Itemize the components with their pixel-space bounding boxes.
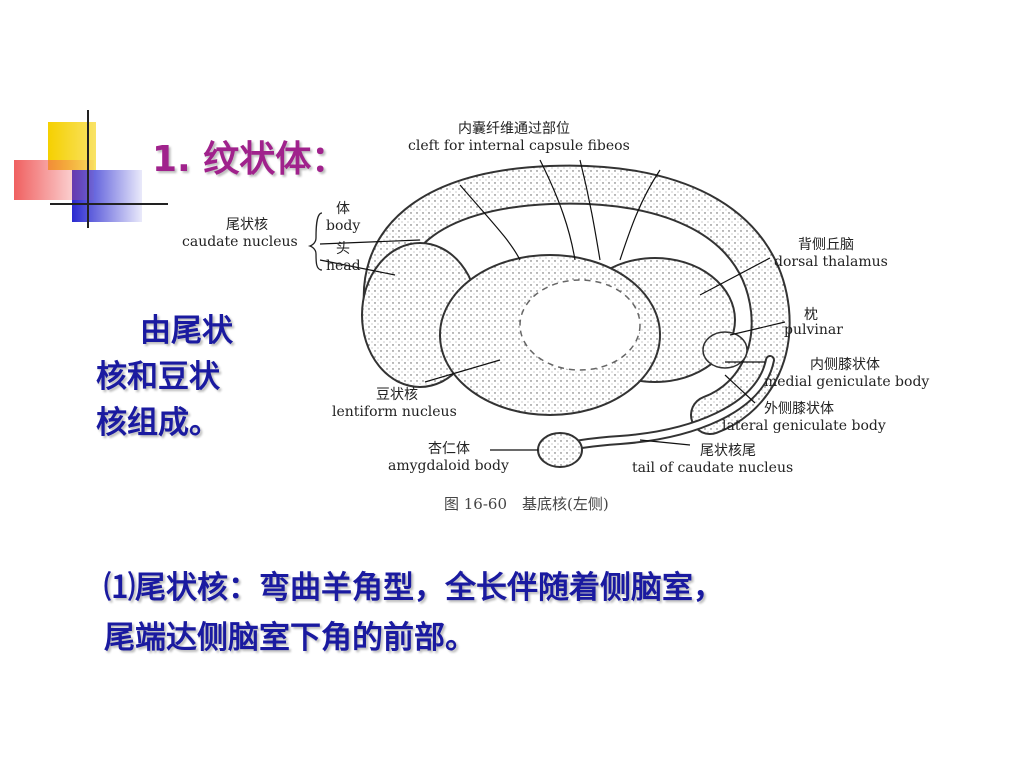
bottom-text-line: ⑴尾状核：弯曲羊角型，全长伴随着侧脑室， xyxy=(104,570,724,606)
label-tail-zh: 尾状核尾 xyxy=(700,443,756,459)
label-pulvinar-zh: 枕 xyxy=(804,307,818,323)
corner-decoration xyxy=(14,110,168,228)
label-pulvinar-en: pulvinar xyxy=(784,322,843,338)
label-caudate-en: caudate nucleus xyxy=(182,234,298,250)
label-head-en: head xyxy=(326,258,361,274)
label-amygdaloid-zh: 杏仁体 xyxy=(428,441,470,457)
label-amygdaloid-en: amygdaloid body xyxy=(388,458,509,474)
side-text-line: 核和豆状 xyxy=(96,359,220,395)
label-thalamus-en: dorsal thalamus xyxy=(774,254,888,270)
label-head-zh: 头 xyxy=(336,241,350,257)
label-medial-zh: 内侧膝状体 xyxy=(810,357,880,373)
slide-title: 1. 纹状体： xyxy=(152,139,348,180)
bottom-text: ⑴尾状核：弯曲羊角型，全长伴随着侧脑室， 尾端达侧脑室下角的前部。 xyxy=(104,563,724,663)
label-tail-en: tail of caudate nucleus xyxy=(632,460,794,476)
figure-caption: 图 16-60 基底核(左侧) xyxy=(444,495,609,513)
label-caudate-zh: 尾状核 xyxy=(226,217,268,233)
label-cleft-en: cleft for internal capsule fibeos xyxy=(408,138,630,154)
label-lateral-zh: 外侧膝状体 xyxy=(764,401,834,417)
bottom-text-line: 尾端达侧脑室下角的前部。 xyxy=(104,620,476,656)
label-body-en: body xyxy=(326,218,361,234)
side-text-line: 由尾状 xyxy=(140,313,233,349)
brain-illustration xyxy=(307,159,791,468)
label-lateral-en: lateral geniculate body xyxy=(722,418,886,434)
label-lentiform-zh: 豆状核 xyxy=(376,387,418,403)
label-cleft-zh: 内囊纤维通过部位 xyxy=(458,121,570,137)
label-thalamus-zh: 背侧丘脑 xyxy=(798,237,854,253)
label-lentiform-en: lentiform nucleus xyxy=(332,404,457,420)
label-medial-en: medial geniculate body xyxy=(764,374,930,390)
label-body-zh: 体 xyxy=(336,201,350,217)
side-text-line: 核组成。 xyxy=(96,405,220,441)
basal-ganglia-figure: 内囊纤维通过部位 cleft for internal capsule fibe… xyxy=(170,110,970,520)
side-text: 由尾状 核和豆状 核组成。 xyxy=(96,308,266,446)
